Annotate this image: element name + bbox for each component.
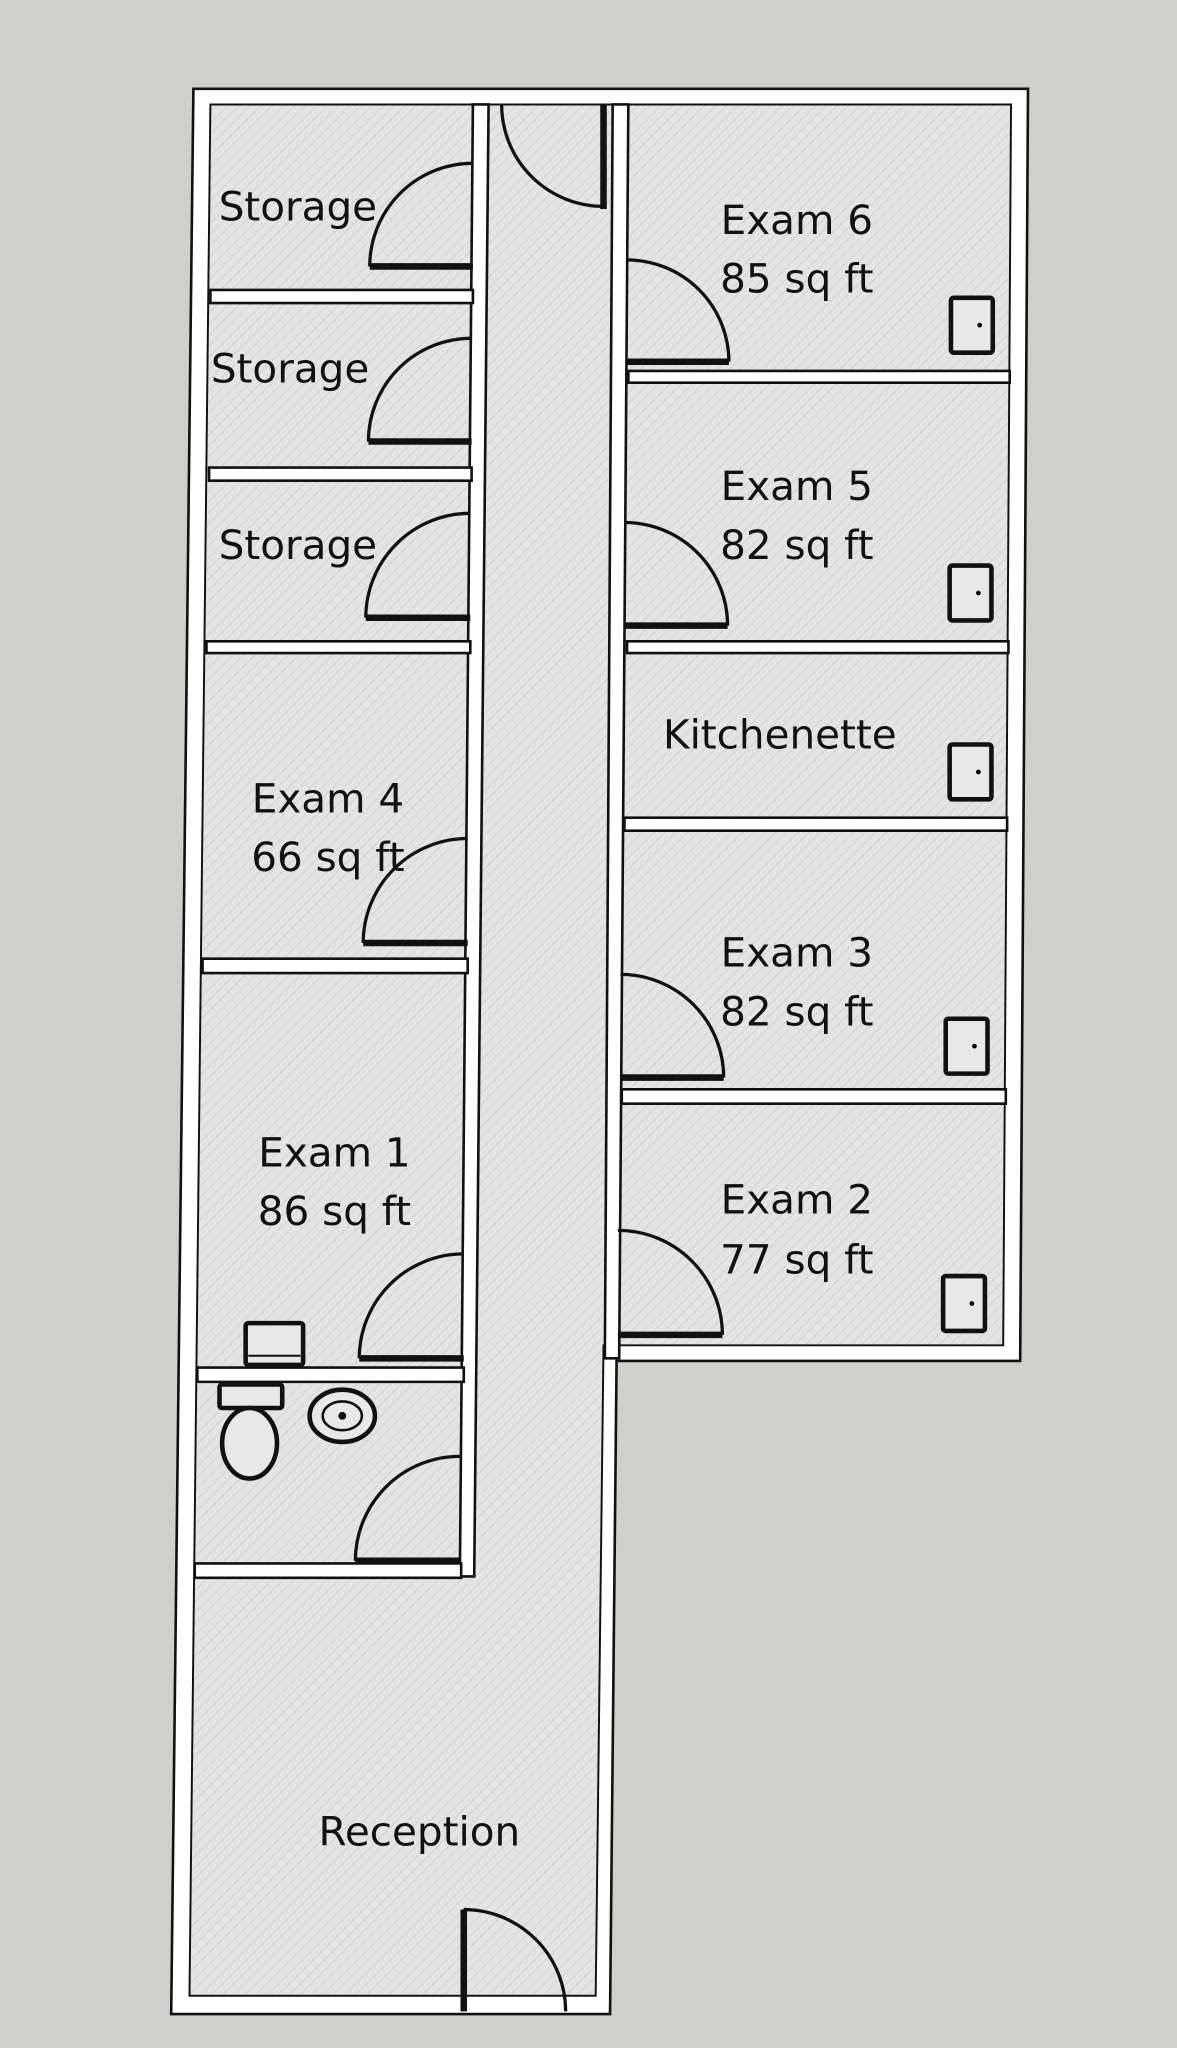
door-swing-icon	[627, 258, 731, 366]
door-swing-icon	[366, 336, 472, 445]
cabinet-icon	[943, 1016, 990, 1076]
corridor-wall-left	[458, 103, 490, 1578]
storage-2-label: Storage	[211, 345, 369, 393]
exam-3-label: Exam 3	[721, 929, 873, 977]
right-room-dividers	[620, 369, 1012, 1105]
cabinet-icon	[947, 563, 994, 623]
exam-1-label: Exam 1	[258, 1128, 410, 1176]
door-swing-icon	[353, 1454, 460, 1565]
door-swing-icon	[620, 972, 726, 1081]
sink-counter-icon	[243, 1320, 306, 1368]
exam-5-label: Exam 5	[721, 462, 873, 510]
exam-1-area: 86 sq ft	[258, 1187, 411, 1235]
room-labels: Storage Storage Storage Exam 6 85 sq ft …	[211, 183, 897, 1856]
toilet-icon	[217, 1382, 285, 1481]
door-swing-icon	[357, 1252, 464, 1362]
doors	[353, 104, 731, 2012]
exam-4-area: 66 sq ft	[251, 833, 404, 881]
storage-3-label: Storage	[219, 521, 377, 569]
reception-label: Reception	[319, 1808, 521, 1856]
exam-6-label: Exam 6	[721, 196, 873, 244]
door-swing-icon	[500, 104, 607, 209]
door-swing-icon	[617, 1228, 725, 1339]
entrance-door-icon	[460, 1907, 568, 2012]
door-swing-icon	[361, 836, 468, 947]
exam-5-area: 82 sq ft	[720, 521, 873, 569]
cabinet-icon	[947, 742, 994, 802]
exam-2-label: Exam 2	[721, 1175, 873, 1223]
corridor-wall-right	[603, 103, 630, 1360]
door-swing-icon	[368, 161, 473, 270]
floor	[188, 103, 1013, 1997]
sink-icon	[307, 1387, 378, 1445]
door-swing-icon	[624, 520, 730, 629]
door-swing-icon	[364, 511, 471, 622]
exam-4-label: Exam 4	[252, 774, 404, 822]
left-room-dividers	[193, 288, 475, 1580]
storage-1-label: Storage	[219, 183, 377, 231]
exam-3-area: 82 sq ft	[720, 987, 873, 1035]
cabinet-icon	[940, 1273, 988, 1334]
exam-6-area: 85 sq ft	[720, 255, 873, 303]
kitchenette-label: Kitchenette	[663, 710, 897, 758]
exam-2-area: 77 sq ft	[720, 1235, 873, 1283]
cabinet-icon	[948, 295, 996, 355]
cabinets	[243, 295, 996, 1368]
